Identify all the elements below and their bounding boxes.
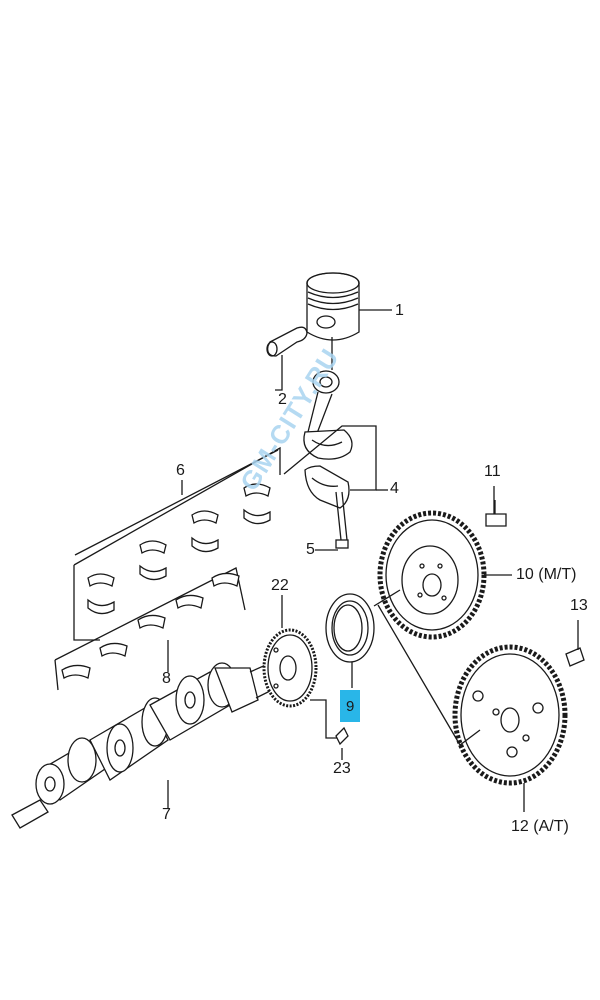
crank-sprocket-drawing — [262, 595, 318, 708]
lower-bearing-set-drawing — [54, 567, 246, 691]
seal-drawing — [325, 593, 375, 688]
callout-2: 2 — [278, 391, 287, 408]
callout-8: 8 — [162, 670, 171, 687]
callout-13: 13 — [570, 597, 588, 614]
callout-4: 4 — [390, 480, 399, 497]
callout-12: 12 (A/T) — [511, 818, 569, 835]
callout-23: 23 — [333, 760, 351, 777]
connecting-rod-drawing — [303, 337, 353, 460]
callout-9-highlighted[interactable]: 9 — [340, 690, 361, 722]
sprocket-bolt-drawing — [310, 699, 349, 760]
flexplate-bolt-drawing — [565, 620, 585, 667]
flexplate-drawing — [377, 604, 568, 812]
piston-drawing — [306, 272, 392, 341]
piston-pin-drawing — [266, 326, 308, 391]
crankshaft-drawing — [11, 662, 273, 829]
callout-10: 10 (M/T) — [516, 566, 577, 583]
callout-22: 22 — [271, 577, 289, 594]
callout-7: 7 — [162, 806, 171, 823]
rod-cap-drawing — [304, 465, 350, 549]
callout-1: 1 — [395, 302, 404, 319]
callout-6: 6 — [176, 462, 185, 479]
flywheel-drawing — [373, 510, 512, 640]
flywheel-bolt-drawing — [485, 486, 507, 527]
callout-5: 5 — [306, 541, 315, 558]
main-bearing-set-drawing — [73, 446, 281, 641]
callout-11: 11 — [484, 463, 501, 480]
